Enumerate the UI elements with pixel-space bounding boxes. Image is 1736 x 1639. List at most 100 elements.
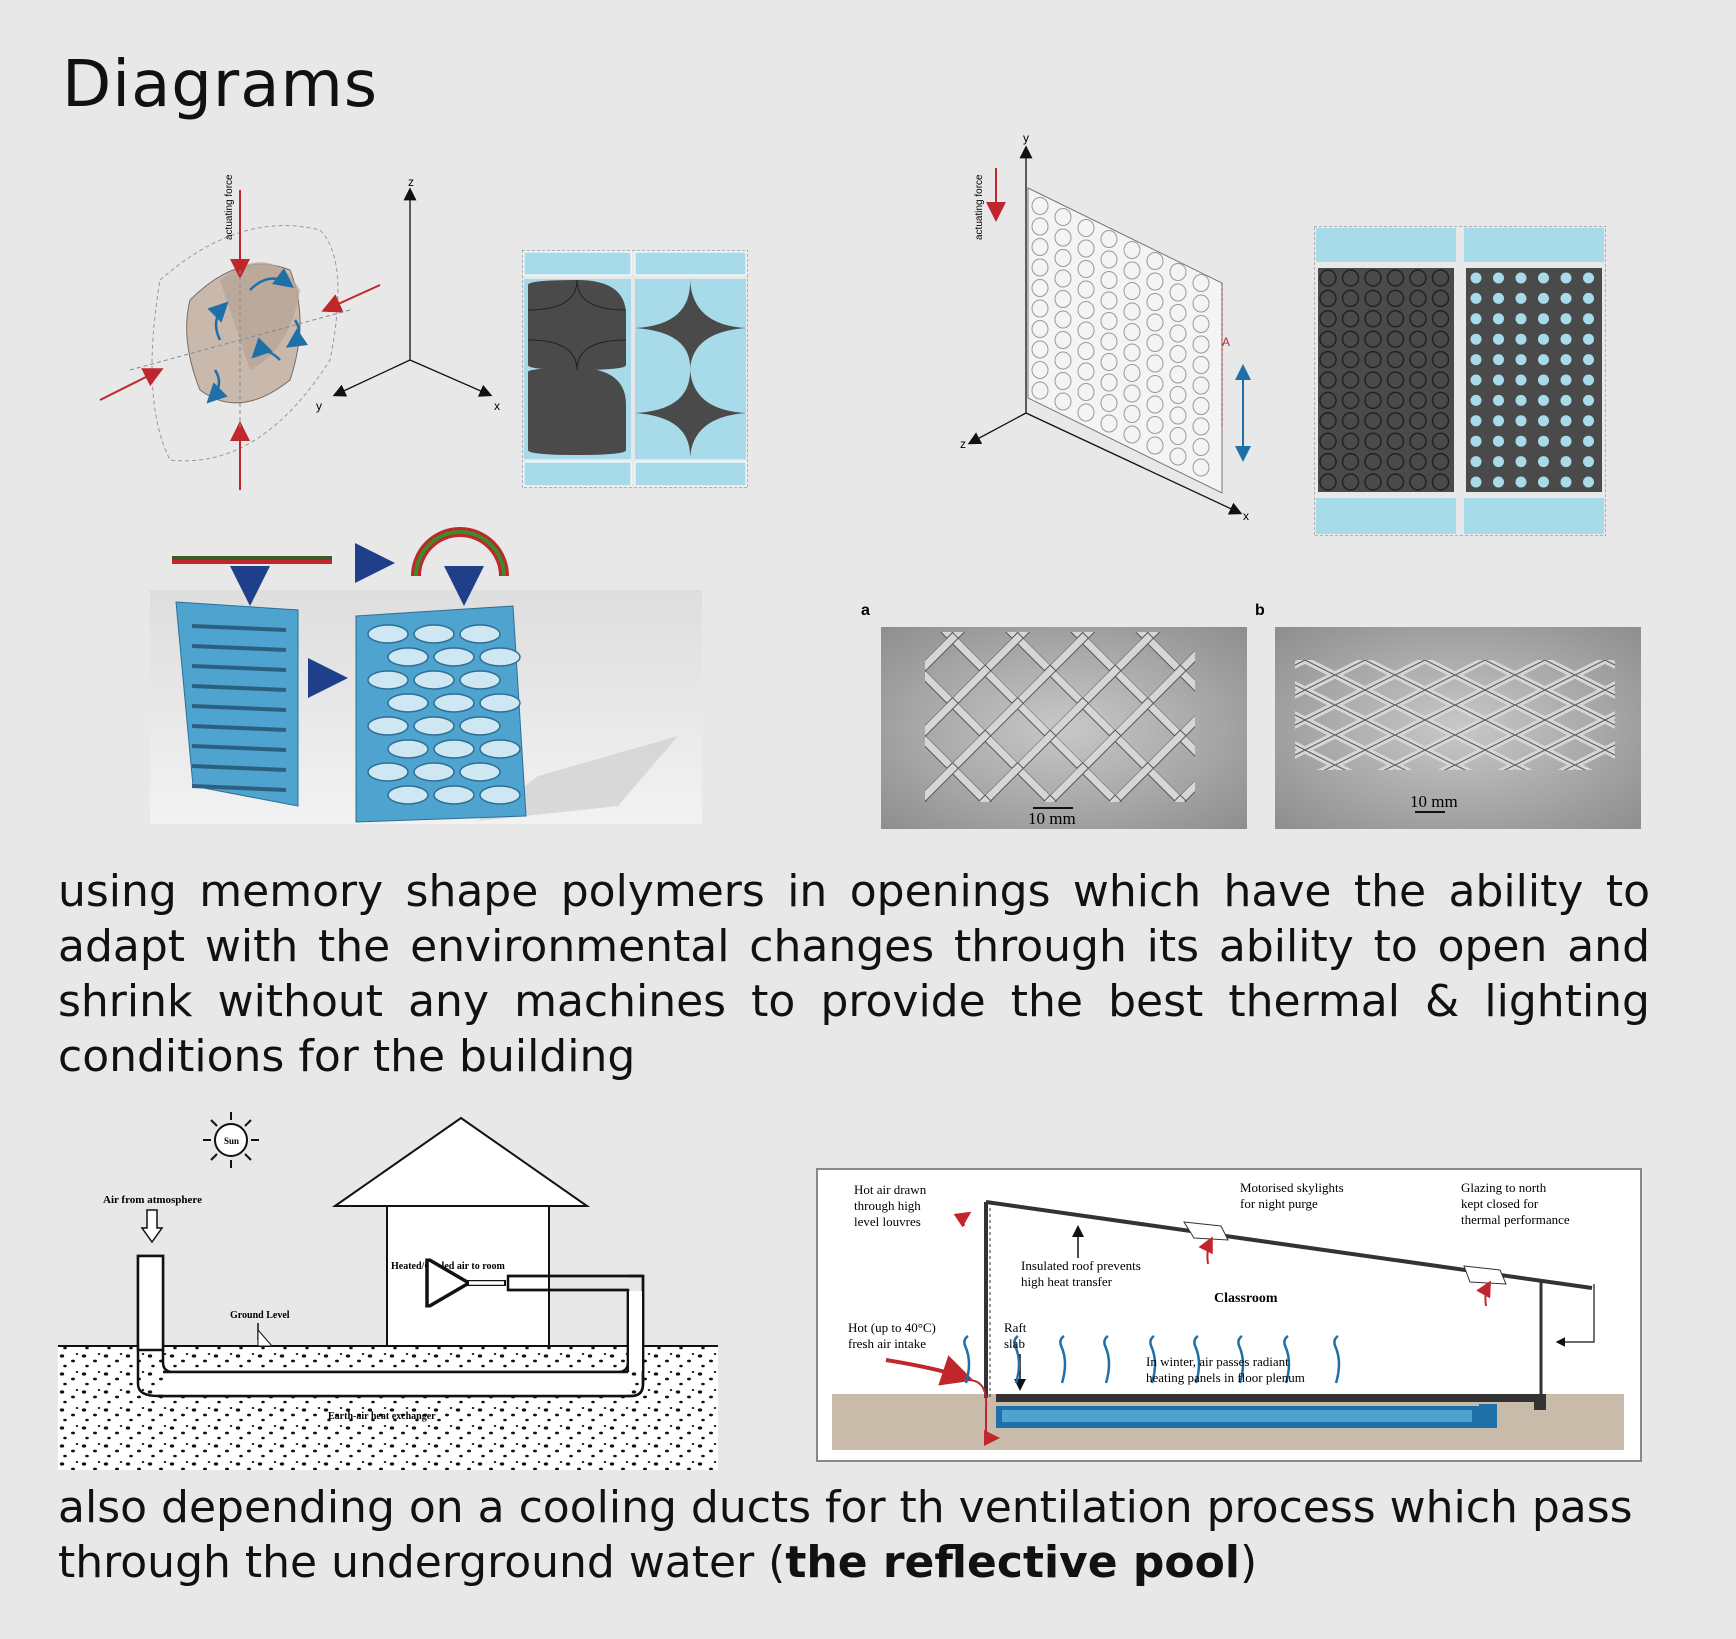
open-hole <box>1516 273 1527 284</box>
pattern-panel-b <box>1314 226 1606 536</box>
open-lens <box>434 740 474 758</box>
winter-label: In winter, air passes radiant heating pa… <box>1146 1354 1305 1385</box>
open-hole <box>1516 415 1527 426</box>
open-lens <box>480 740 520 758</box>
open-hole <box>1583 273 1594 284</box>
photo-a-label: a <box>861 602 870 619</box>
open-hole <box>1471 313 1482 324</box>
air-atmosphere-label: Air from atmosphere <box>103 1194 202 1206</box>
open-hole <box>1583 313 1594 324</box>
open-hole <box>1493 273 1504 284</box>
open-hole <box>1471 354 1482 365</box>
open-lens <box>480 694 520 712</box>
open-hole <box>1583 375 1594 386</box>
open-lens <box>460 717 500 735</box>
description-paragraph: using memory shape polymers in openings … <box>58 864 1650 1084</box>
open-hole <box>1493 313 1504 324</box>
open-lens <box>460 625 500 643</box>
open-lens <box>480 786 520 804</box>
open-lens <box>460 671 500 689</box>
open-hole <box>1583 415 1594 426</box>
open-hole <box>1471 415 1482 426</box>
force-label: actuating force <box>224 174 235 240</box>
open-lens <box>368 763 408 781</box>
open-hole <box>1471 293 1482 304</box>
open-lens <box>460 763 500 781</box>
open-hole <box>1583 293 1594 304</box>
pattern-panel-a <box>522 250 748 488</box>
open-hole <box>1583 395 1594 406</box>
open-hole <box>1561 395 1572 406</box>
page-title: Diagrams <box>62 48 378 122</box>
open-hole <box>1538 313 1549 324</box>
force-label: actuating force <box>974 174 985 240</box>
open-hole <box>1516 395 1527 406</box>
open-hole <box>1471 375 1482 386</box>
scale-a-label: 10 mm <box>1028 809 1076 828</box>
photo-b-label: b <box>1255 602 1265 619</box>
sun-label: Sun <box>224 1136 239 1146</box>
open-hole <box>1493 415 1504 426</box>
hot-air-label: Hot air drawn through high level louvres <box>854 1182 929 1229</box>
intake-label: Hot (up to 40°C) fresh air intake <box>848 1320 939 1351</box>
axis-y-label: y <box>1023 131 1029 145</box>
open-hole <box>1516 456 1527 467</box>
open-lens <box>414 763 454 781</box>
open-lens <box>480 648 520 666</box>
open-hole <box>1471 436 1482 447</box>
actuation-diagram-a: z y x actuating force <box>90 170 530 500</box>
open-hole <box>1493 477 1504 488</box>
open-hole <box>1538 436 1549 447</box>
open-hole <box>1538 395 1549 406</box>
open-hole <box>1561 273 1572 284</box>
open-lens <box>414 671 454 689</box>
axis-y-label: y <box>316 399 322 413</box>
open-hole <box>1561 334 1572 345</box>
heated-cooled-label: Heated/Cooled air to room <box>391 1261 505 1272</box>
axis-x-label: x <box>494 399 500 413</box>
dim-label: A <box>1222 335 1230 349</box>
shape-memory-render <box>148 526 704 826</box>
open-hole <box>1561 354 1572 365</box>
axis-z-label: z <box>960 437 966 451</box>
open-hole <box>1493 354 1504 365</box>
open-hole <box>1583 436 1594 447</box>
open-lens <box>414 717 454 735</box>
open-hole <box>1471 273 1482 284</box>
open-lens <box>388 740 428 758</box>
open-hole <box>1493 395 1504 406</box>
open-hole <box>1561 313 1572 324</box>
open-hole <box>1583 477 1594 488</box>
open-hole <box>1538 273 1549 284</box>
open-hole <box>1493 436 1504 447</box>
ventilation-paragraph: also depending on a cooling ducts for th… <box>58 1480 1650 1590</box>
open-hole <box>1538 354 1549 365</box>
classroom-label: Classroom <box>1214 1291 1278 1306</box>
open-lens <box>368 717 408 735</box>
open-lens <box>434 786 474 804</box>
scale-b-label: 10 mm <box>1410 792 1458 811</box>
classroom-section: Hot air drawn through high level louvres… <box>816 1168 1642 1464</box>
open-lens <box>388 694 428 712</box>
open-hole <box>1538 456 1549 467</box>
ground-level-label: Ground Level <box>230 1310 290 1321</box>
open-hole <box>1516 375 1527 386</box>
open-lens <box>434 694 474 712</box>
open-hole <box>1516 293 1527 304</box>
open-hole <box>1471 477 1482 488</box>
open-hole <box>1538 293 1549 304</box>
actuation-diagram-b: y z x actuating force A <box>960 128 1300 528</box>
open-hole <box>1561 415 1572 426</box>
open-hole <box>1561 436 1572 447</box>
open-hole <box>1583 456 1594 467</box>
open-hole <box>1493 456 1504 467</box>
open-hole <box>1538 375 1549 386</box>
open-lens <box>368 625 408 643</box>
open-hole <box>1516 436 1527 447</box>
exchanger-label: Earth-air heat exchanger <box>328 1411 436 1422</box>
lattice-photos: a b 10 mm 10 mm <box>855 600 1645 830</box>
open-hole <box>1538 415 1549 426</box>
open-hole <box>1471 456 1482 467</box>
open-hole <box>1561 456 1572 467</box>
open-hole <box>1493 293 1504 304</box>
